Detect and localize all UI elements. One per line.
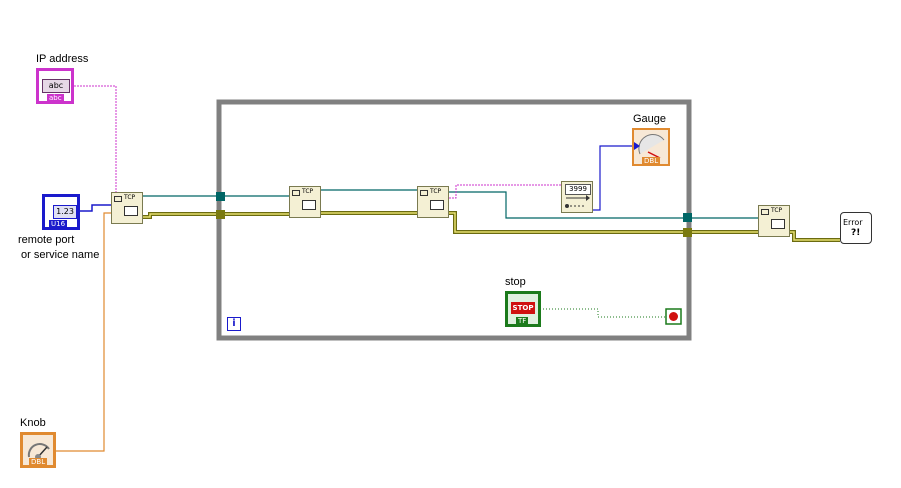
knob-label: Knob xyxy=(20,417,46,429)
error-wire xyxy=(143,211,840,242)
read-data-wire xyxy=(449,184,561,199)
stop-repr: TF xyxy=(516,317,529,325)
tcp-close-connection-node[interactable]: TCP xyxy=(758,205,790,237)
tcp-write-node[interactable]: TCP xyxy=(289,186,321,218)
tcp-close-text: TCP xyxy=(771,207,783,214)
refnum-wire-3 xyxy=(449,191,758,219)
tcp-open-text: TCP xyxy=(124,194,136,201)
gauge-label: Gauge xyxy=(633,113,667,125)
string-type-icon: abc xyxy=(42,79,70,93)
gauge-terminal[interactable]: DBL xyxy=(632,128,670,166)
ip-address-wire xyxy=(74,85,117,195)
stop-button-terminal[interactable]: STOP TF xyxy=(505,291,541,327)
refnum-tunnel-left xyxy=(216,192,225,201)
close-connection-icon xyxy=(771,219,785,229)
remote-port-repr: U16 xyxy=(49,220,68,228)
network-icon xyxy=(292,190,300,196)
read-icon xyxy=(430,200,444,210)
network-icon xyxy=(420,190,428,196)
simple-error-handler-node[interactable]: Error ?! xyxy=(840,212,872,244)
error-icon: ?! xyxy=(851,228,861,238)
error-tunnel-left xyxy=(216,210,225,219)
network-icon xyxy=(114,196,122,202)
gauge-repr: DBL xyxy=(642,157,661,165)
open-connection-icon xyxy=(124,206,138,216)
remote-port-label-line2: or service name xyxy=(18,249,100,261)
stop-button-icon: STOP xyxy=(511,302,535,314)
refnum-tunnel-right xyxy=(683,213,692,222)
knob-repr: DBL xyxy=(29,458,48,466)
ip-address-repr: abc xyxy=(47,94,64,102)
remote-port-terminal[interactable]: 1.23 U16 xyxy=(42,194,80,230)
tcp-read-text: TCP xyxy=(430,188,442,195)
convert-arrows-icon xyxy=(565,195,590,208)
loop-iteration-terminal: i xyxy=(227,317,241,331)
error-text: Error xyxy=(843,218,863,227)
tcp-read-node[interactable]: TCP xyxy=(417,186,449,218)
knob-terminal[interactable]: DBL xyxy=(20,432,56,468)
convert-format-text: 3999 xyxy=(565,184,591,195)
port-wire xyxy=(80,204,111,212)
write-icon xyxy=(302,200,316,210)
remote-port-label-line1: remote port xyxy=(18,234,75,246)
network-icon xyxy=(761,209,769,215)
numeric-type-icon: 1.23 xyxy=(53,205,77,219)
string-to-number-node[interactable]: 3999 xyxy=(561,181,593,213)
ip-address-terminal[interactable]: abc abc xyxy=(36,68,74,104)
tcp-open-connection-node[interactable]: TCP xyxy=(111,192,143,224)
tcp-write-text: TCP xyxy=(302,188,314,195)
gauge-wire xyxy=(593,145,632,211)
gauge-icon xyxy=(634,134,665,159)
stop-label: stop xyxy=(505,276,526,288)
error-tunnel-right xyxy=(683,228,692,237)
ip-address-label: IP address xyxy=(36,53,89,65)
knob-wire xyxy=(56,212,111,452)
stop-wire xyxy=(540,308,666,318)
